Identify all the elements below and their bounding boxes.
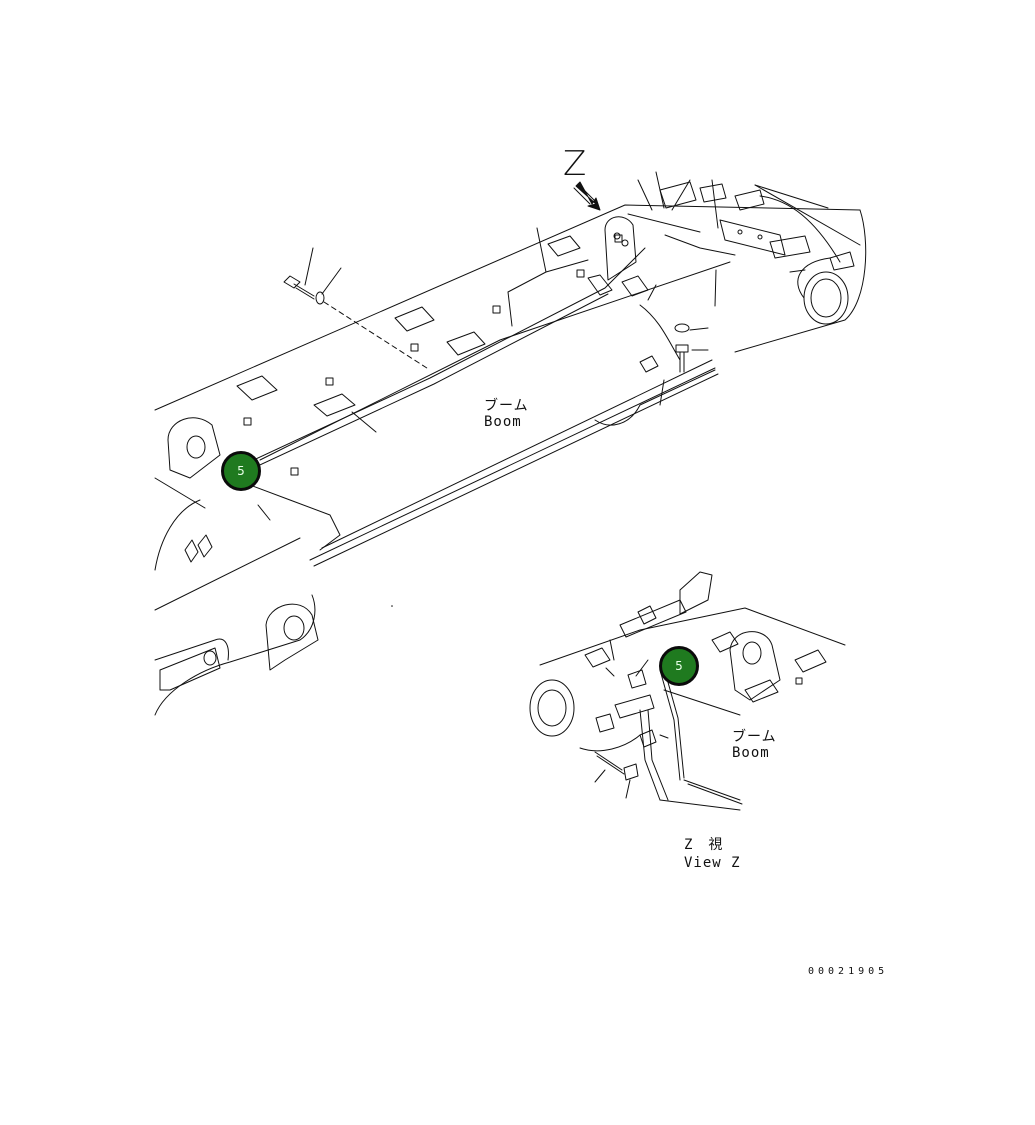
boom-body-outline [154,204,867,716]
main-boom-label-en: Boom [484,414,522,430]
view-z-marker: Z [563,144,587,184]
leader-lines-main [257,171,861,521]
detail-boom-label-en: Boom [732,745,770,761]
top-connector-cluster [659,181,855,271]
view-z-arrow [573,181,601,211]
callout-marker-main[interactable]: 5 [221,451,261,491]
mounting-nuts [243,234,623,476]
document-number: 00021905 [808,966,889,977]
view-z-caption-en: View Z [684,855,741,871]
detail-view-z [529,571,846,811]
clamp-bolt-right [639,323,690,373]
stray-mark [391,605,393,607]
detail-boom-label-jp: ブーム [732,729,777,745]
bolt-and-washer [283,275,431,371]
upper-mounting-bracket [587,216,637,296]
boom-head-pin-boss [797,257,849,325]
boom-foot-bracket [159,417,319,691]
main-wiring-harness [231,213,736,567]
callout-marker-detail[interactable]: 5 [659,646,699,686]
view-z-caption-jp: Z 視 [684,837,724,853]
harness-clamps [184,235,649,563]
main-boom-label-jp: ブーム [484,398,529,414]
